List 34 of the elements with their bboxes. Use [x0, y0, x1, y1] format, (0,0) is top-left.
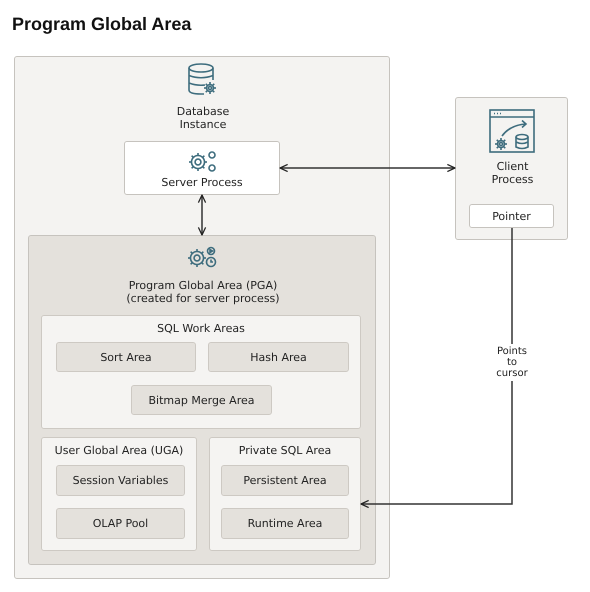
- area-panel: [209, 437, 361, 551]
- area-box: [131, 385, 272, 415]
- diagram-title: Program Global Area: [12, 14, 192, 35]
- area-label: Bitmap Merge Area: [148, 392, 256, 408]
- area-label: Runtime Area: [246, 516, 324, 532]
- area-box: [56, 465, 185, 496]
- area-panel: [41, 315, 361, 429]
- connector-arrow: [279, 164, 456, 172]
- area-label: OLAP Pool: [92, 516, 150, 532]
- area-label: Hash Area: [249, 350, 308, 366]
- node-label: SQL Work Areas: [156, 322, 246, 335]
- node-label: Private SQL Area: [238, 444, 332, 457]
- node-label: Database Instance: [176, 105, 230, 131]
- area-box: [56, 342, 196, 372]
- outer-panel: [14, 56, 390, 579]
- node-label: Program Global Area (PGA) (created for server process): [125, 279, 281, 305]
- node-label: Client Process: [490, 160, 534, 186]
- connector-arrow: [360, 228, 513, 508]
- outer-panel: [455, 97, 568, 240]
- area-label: Sort Area: [99, 350, 153, 366]
- connector-arrow: [198, 194, 206, 236]
- process-box: [469, 204, 554, 228]
- area-label: Pointer: [491, 208, 532, 224]
- node-label: Server Process: [160, 176, 244, 189]
- area-label: Persistent Area: [242, 473, 328, 489]
- area-panel: [28, 235, 376, 565]
- area-panel: [41, 437, 197, 551]
- area-box: [208, 342, 349, 372]
- process-box: [124, 141, 280, 195]
- node-label: User Global Area (UGA): [54, 444, 184, 457]
- area-label: Session Variables: [72, 473, 170, 489]
- area-box: [221, 465, 349, 496]
- area-box: [221, 508, 349, 539]
- area-box: [56, 508, 185, 539]
